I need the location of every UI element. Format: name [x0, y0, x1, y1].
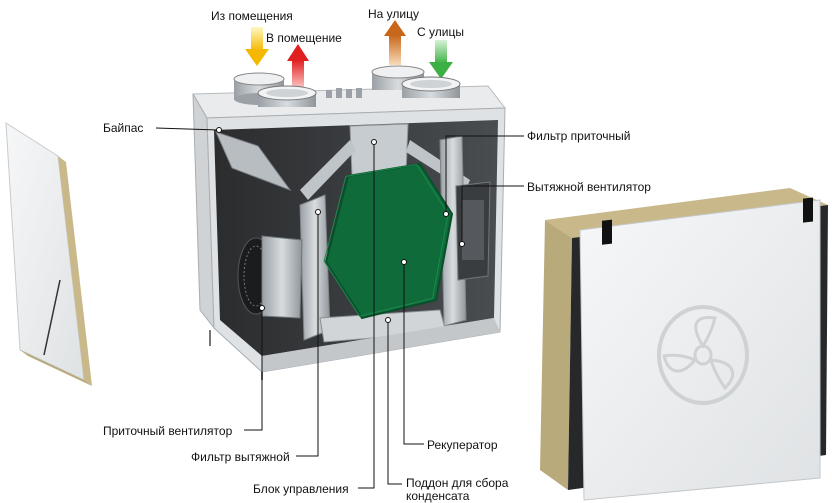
label-supply-filter: Фильтр приточный: [527, 129, 631, 143]
label-exhaust-filter: Фильтр вытяжной: [191, 450, 290, 464]
label-from-outside: С улицы: [417, 25, 464, 39]
supply-fan-shape: [237, 235, 303, 319]
arrow-from-room-icon: [245, 27, 269, 66]
spigot-to-room: [257, 85, 317, 107]
label-from-room: Из помещения: [211, 9, 293, 23]
label-condensate-tray-line1: Поддон для сбора: [406, 476, 509, 490]
left-side-panel: [5, 122, 92, 386]
arrow-from-outside-icon: [429, 40, 453, 79]
label-to-outside: На улицу: [368, 7, 419, 21]
label-exhaust-fan: Вытяжной вентилятор: [527, 180, 651, 194]
label-to-room: В помещение: [266, 31, 342, 45]
spigot-from-outside: [401, 76, 461, 98]
heat-exchanger-core: [324, 162, 454, 320]
label-supply-fan: Приточный вентилятор: [103, 424, 233, 438]
fan-logo-icon: [657, 305, 749, 405]
label-recuperator: Рекуператор: [427, 438, 498, 452]
top-connectors: [326, 88, 362, 98]
label-condensate-tray-line2: конденсата: [406, 489, 470, 503]
arrow-to-outside-icon: [384, 20, 406, 65]
arrow-to-room-icon: [287, 44, 309, 90]
leader-lines: [155, 127, 524, 489]
label-control-block: Блок управления: [253, 482, 349, 496]
unit-body: [192, 85, 506, 380]
right-side-panel: [540, 188, 828, 501]
label-bypass: Байпас: [103, 121, 144, 135]
